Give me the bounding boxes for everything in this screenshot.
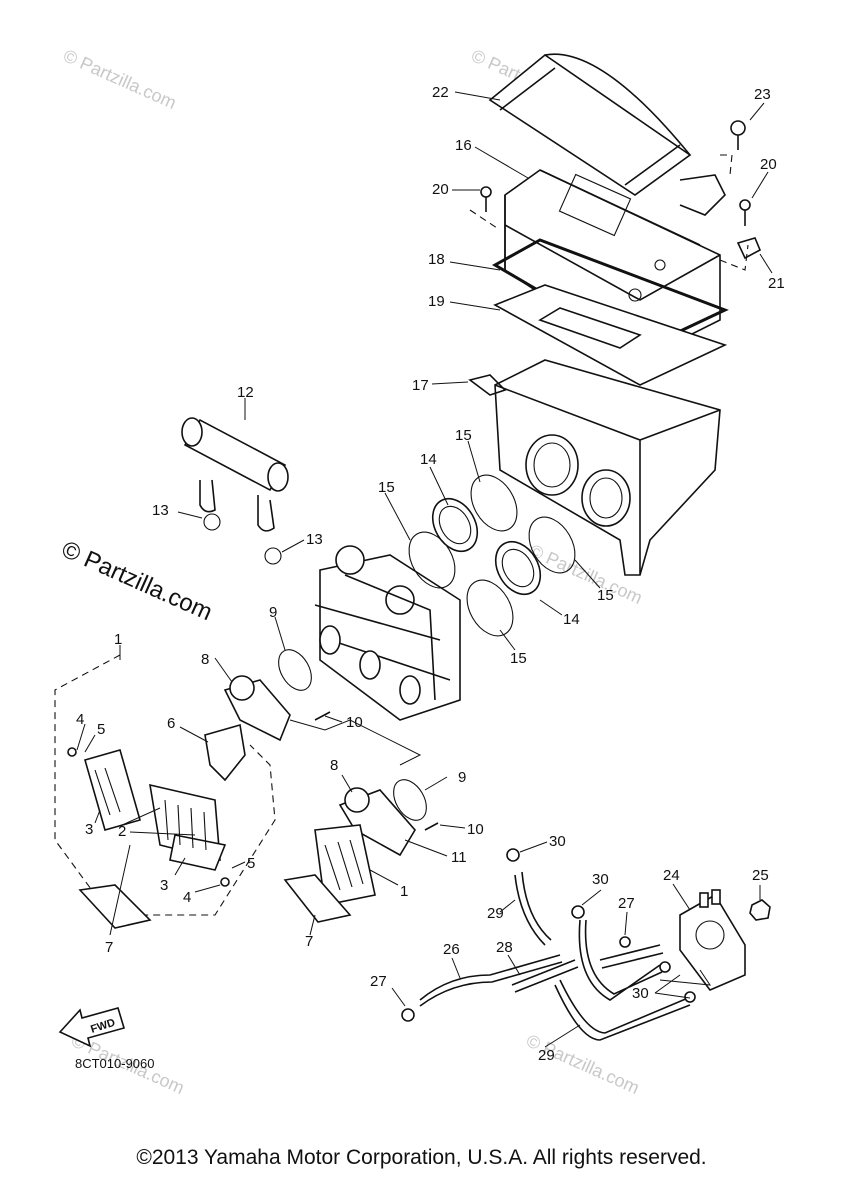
callout-1: 1	[114, 631, 122, 648]
fuel-hose	[419, 871, 691, 1041]
callout-9: 9	[269, 604, 277, 621]
clip-icon	[736, 237, 762, 260]
callout-9: 9	[458, 769, 466, 786]
callout-15: 15	[510, 650, 527, 667]
callout-8: 8	[330, 757, 338, 774]
callout-14: 14	[563, 611, 580, 628]
callout-5: 5	[97, 721, 105, 738]
intake-joint	[431, 497, 542, 596]
callout-10: 10	[346, 714, 363, 731]
callout-19: 19	[428, 293, 445, 310]
callout-20: 20	[432, 181, 449, 198]
callout-16: 16	[455, 137, 472, 154]
callout-15: 15	[597, 587, 614, 604]
gasket	[78, 874, 352, 929]
callout-28: 28	[496, 939, 513, 956]
watermark-main: © Partzilla.com	[58, 536, 217, 626]
reed-valve-assembly	[84, 723, 246, 871]
callout-20: 20	[760, 156, 777, 173]
callout-27: 27	[370, 973, 387, 990]
callout-7: 7	[105, 939, 113, 956]
bolt-icon	[67, 711, 439, 887]
callout-14: 14	[420, 451, 437, 468]
callout-13: 13	[306, 531, 323, 548]
callout-7: 7	[305, 933, 313, 950]
diagram-code: 8CT010-9060	[75, 1056, 155, 1071]
callout-29: 29	[538, 1047, 555, 1064]
fwd-arrow-icon: FWD	[58, 1007, 126, 1048]
callout-8: 8	[201, 651, 209, 668]
callout-15: 15	[378, 479, 395, 496]
clamp-icon	[203, 513, 282, 565]
carburetor-assembly	[314, 545, 461, 721]
callout-13: 13	[152, 502, 169, 519]
air-filter-lid	[488, 53, 692, 196]
callout-21: 21	[768, 275, 785, 292]
air-box-lower	[468, 359, 721, 576]
callout-4: 4	[76, 711, 84, 728]
callout-15: 15	[455, 427, 472, 444]
callout-26: 26	[443, 941, 460, 958]
nut-icon	[749, 899, 771, 921]
callout-4: 4	[183, 889, 191, 906]
callout-3: 3	[85, 821, 93, 838]
callout-10: 10	[467, 821, 484, 838]
air-box-plate	[493, 284, 728, 386]
callout-22: 22	[432, 84, 449, 101]
callout-24: 24	[663, 867, 680, 884]
copyright-notice: ©2013 Yamaha Motor Corporation, U.S.A. A…	[136, 1146, 707, 1169]
bolt-icon	[730, 120, 746, 150]
callout-1: 1	[400, 883, 408, 900]
callout-18: 18	[428, 251, 445, 268]
callout-29: 29	[487, 905, 504, 922]
callout-17: 17	[412, 377, 429, 394]
fuel-pump	[679, 889, 746, 991]
air-box-cover	[504, 169, 726, 361]
callout-5: 5	[247, 855, 255, 872]
callout-25: 25	[752, 867, 769, 884]
intake-silencer	[181, 417, 289, 532]
hose-clamp	[408, 474, 576, 637]
screw-icon	[480, 186, 751, 226]
watermark: © Partzilla.com	[60, 45, 179, 113]
intake-manifold-lower	[314, 779, 427, 906]
leader-lines	[76, 91, 773, 1048]
callout-27: 27	[618, 895, 635, 912]
callout-30: 30	[632, 985, 649, 1002]
callout-30: 30	[592, 871, 609, 888]
callout-6: 6	[167, 715, 175, 732]
intake-manifold-upper	[223, 649, 312, 742]
callout-3: 3	[160, 877, 168, 894]
callout-11: 11	[451, 849, 467, 866]
hose-clip-icon	[401, 848, 696, 1022]
callout-labels: 1 1 2 3 3 4 4 5 5 6 7 7 8 8 9 9 10 10 11…	[76, 84, 785, 1064]
callout-30: 30	[549, 833, 566, 850]
callout-2: 2	[118, 823, 126, 840]
callout-23: 23	[754, 86, 771, 103]
callout-12: 12	[237, 384, 254, 401]
watermark: © Partzilla.com	[523, 1030, 642, 1098]
